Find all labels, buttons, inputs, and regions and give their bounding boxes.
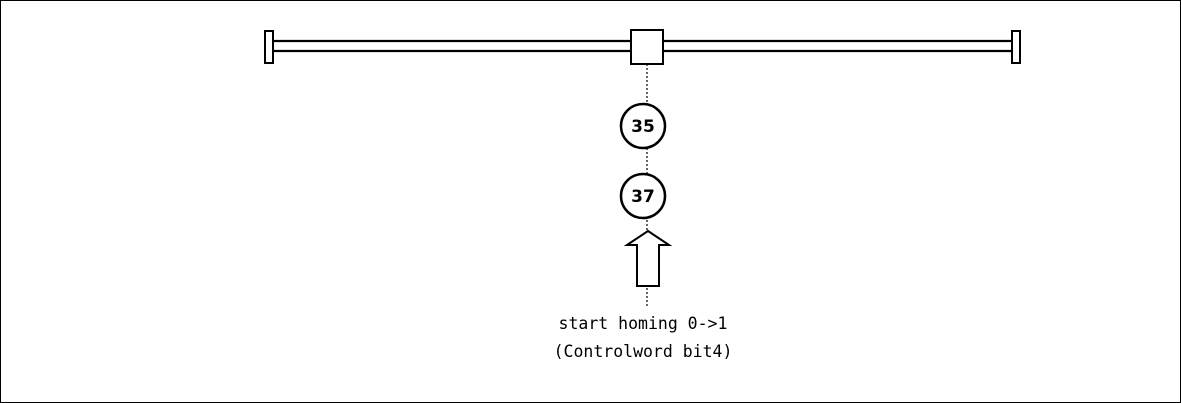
marker-37-label: 37 [631,187,655,207]
right-end-stop [1011,30,1021,64]
up-arrow-icon [623,229,673,287]
caption-controlword: (Controlword bit4) [553,342,733,361]
marker-35: 35 [619,102,667,150]
marker-37: 37 [619,172,667,220]
marker-35-circle [619,102,667,150]
caption-start-homing: start homing 0->1 [558,314,728,333]
left-end-stop [264,30,274,64]
marker-35-label: 35 [631,117,655,137]
marker-37-circle [619,172,667,220]
carriage-block [630,29,664,65]
